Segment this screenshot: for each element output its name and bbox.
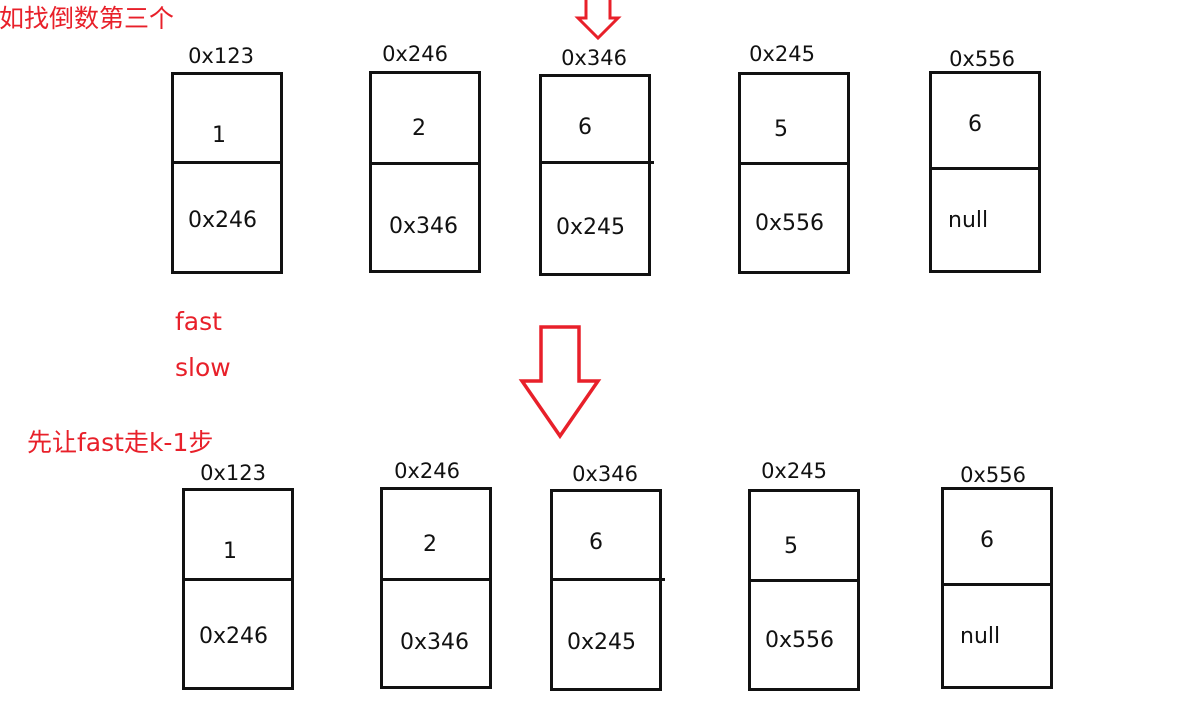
node-address: 0x556 — [949, 47, 1015, 71]
node-value: 6 — [589, 530, 603, 555]
node-next-pointer: 0x346 — [389, 214, 459, 239]
node-next-pointer: 0x556 — [755, 211, 825, 236]
node-address: 0x123 — [188, 44, 254, 68]
node-divider — [738, 162, 850, 165]
node-value: 1 — [212, 123, 226, 148]
node-next-pointer: 0x556 — [765, 628, 835, 653]
node-divider — [539, 161, 654, 164]
node-divider — [929, 167, 1041, 170]
node-address: 0x556 — [960, 463, 1026, 487]
list-node: 6 null — [929, 71, 1041, 273]
node-address: 0x246 — [382, 42, 448, 66]
node-next-pointer: 0x246 — [199, 624, 269, 649]
list-node: 6 0x245 — [550, 489, 665, 691]
node-divider — [369, 162, 481, 165]
node-value: 6 — [578, 115, 592, 140]
list-node: 5 0x556 — [738, 72, 850, 274]
node-next-pointer: null — [948, 208, 989, 233]
list-node: 6 null — [941, 487, 1053, 689]
node-address: 0x245 — [761, 459, 827, 483]
node-next-pointer: 0x245 — [567, 630, 637, 655]
list-node: 1 0x246 — [171, 72, 283, 274]
node-divider — [171, 161, 283, 164]
node-value: 1 — [223, 539, 237, 564]
list-node: 5 0x556 — [748, 489, 860, 691]
node-value: 5 — [774, 117, 788, 142]
slow-pointer-label: slow — [175, 353, 231, 382]
list-node: 6 0x245 — [539, 74, 654, 276]
node-next-pointer: 0x346 — [400, 630, 470, 655]
down-arrow-icon — [518, 325, 602, 440]
down-arrow-icon — [574, 0, 622, 41]
node-next-pointer: 0x246 — [188, 208, 258, 233]
node-value: 5 — [784, 534, 798, 559]
node-address: 0x245 — [749, 42, 815, 66]
title-note: 比如找倒数第三个 — [0, 4, 175, 33]
node-address: 0x246 — [394, 459, 460, 483]
node-divider — [182, 578, 294, 581]
node-next-pointer: 0x245 — [556, 215, 626, 240]
node-value: 6 — [980, 528, 994, 553]
node-next-pointer: null — [960, 624, 1001, 649]
node-address: 0x346 — [572, 462, 638, 486]
node-divider — [380, 578, 492, 581]
node-divider — [550, 578, 665, 581]
node-divider — [941, 583, 1053, 586]
node-value: 2 — [412, 116, 426, 141]
step-note: 先让fast走k-1步 — [27, 428, 214, 457]
node-address: 0x346 — [561, 46, 627, 70]
node-value: 6 — [968, 112, 982, 137]
node-value: 2 — [423, 532, 437, 557]
list-node: 1 0x246 — [182, 488, 294, 690]
list-node: 2 0x346 — [380, 487, 492, 689]
node-divider — [748, 579, 860, 582]
list-node: 2 0x346 — [369, 71, 481, 273]
fast-pointer-label: fast — [175, 307, 222, 336]
node-address: 0x123 — [200, 461, 266, 485]
